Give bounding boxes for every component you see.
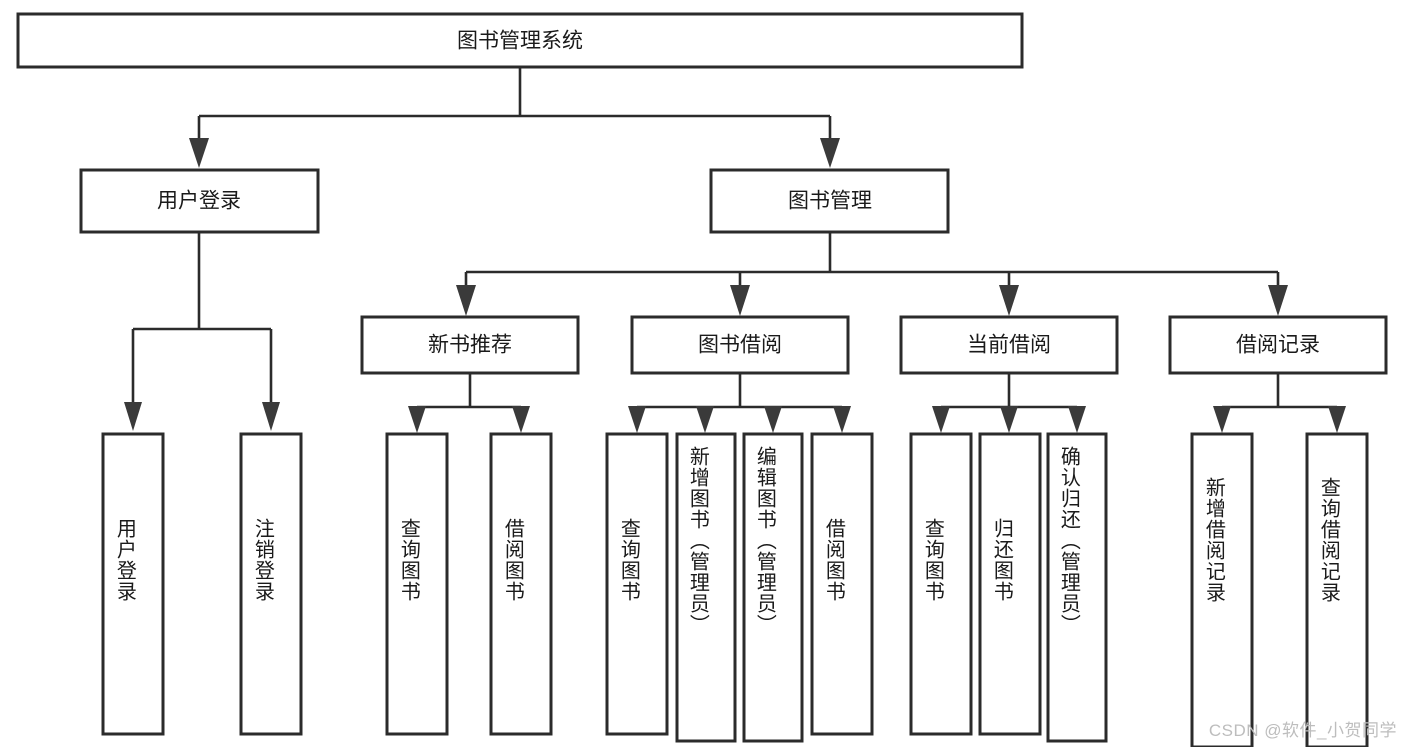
arrow-level3-0-icon [456, 285, 476, 316]
leaf-box-borrow-2[interactable] [742, 432, 804, 743]
arrow-level3-1-icon [730, 285, 750, 316]
arrow-borrow-2-icon [764, 406, 782, 433]
leaf-box-new-book-0[interactable] [385, 432, 449, 736]
leaf-box-current-1[interactable] [978, 432, 1042, 736]
arrow-borrow-0-icon [628, 406, 646, 433]
node-root[interactable]: 图书管理系统 [16, 12, 1024, 69]
node-current-borrow-label: 当前借阅 [967, 334, 1051, 357]
arrow-userlogin-1-icon [262, 402, 280, 431]
arrow-records-0-icon [1213, 406, 1231, 433]
node-new-book-recommend-box[interactable] [360, 315, 580, 375]
node-new-book-recommend[interactable]: 新书推荐 [360, 315, 580, 375]
node-book-management-box[interactable] [709, 168, 950, 234]
leaf-box-current-0[interactable] [909, 432, 973, 736]
watermark-text: CSDN @软件_小贺同学 [1208, 721, 1397, 740]
leaf-box-borrow-3[interactable] [810, 432, 874, 736]
node-new-book-recommend-label: 新书推荐 [428, 334, 512, 357]
node-user-login[interactable]: 用户登录 [79, 168, 320, 234]
leaf-box-user-login-1[interactable] [239, 432, 303, 736]
leaf-box-records-0[interactable] [1190, 432, 1254, 747]
node-borrow-records[interactable]: 借阅记录 [1168, 315, 1388, 375]
leaf-box-new-book-1[interactable] [489, 432, 553, 736]
leaf-box-borrow-0[interactable] [605, 432, 669, 736]
node-current-borrow[interactable]: 当前借阅 [899, 315, 1119, 375]
arrow-current-1-icon [1000, 406, 1018, 433]
node-borrow-records-box[interactable] [1168, 315, 1388, 375]
node-book-management-label: 图书管理 [788, 190, 872, 213]
node-root-label: 图书管理系统 [457, 30, 583, 53]
node-book-management[interactable]: 图书管理 [709, 168, 950, 234]
arrow-newbook-0-icon [408, 406, 426, 433]
leaf-box-records-1[interactable] [1305, 432, 1369, 747]
node-root-box[interactable] [16, 12, 1024, 69]
arrow-level3-2-icon [999, 285, 1019, 316]
arrow-userlogin-0-icon [124, 402, 142, 431]
node-current-borrow-box[interactable] [899, 315, 1119, 375]
leaf-box-borrow-1[interactable] [675, 432, 737, 743]
node-user-login-label: 用户登录 [157, 190, 241, 213]
arrow-borrow-3-icon [833, 406, 851, 433]
leaf-box-current-2[interactable] [1046, 432, 1108, 743]
arrow-level2-1-icon [820, 138, 840, 168]
node-book-borrow[interactable]: 图书借阅 [630, 315, 850, 375]
arrow-records-1-icon [1328, 406, 1346, 433]
node-borrow-records-label: 借阅记录 [1236, 334, 1320, 357]
arrow-current-0-icon [932, 406, 950, 433]
node-book-borrow-box[interactable] [630, 315, 850, 375]
arrow-current-2-icon [1068, 406, 1086, 433]
arrow-level3-3-icon [1268, 285, 1288, 316]
arrow-borrow-1-icon [696, 406, 714, 433]
arrow-newbook-1-icon [512, 406, 530, 433]
node-book-borrow-label: 图书借阅 [698, 334, 782, 357]
leaf-box-user-login-0[interactable] [101, 432, 165, 736]
arrow-level2-0-icon [189, 138, 209, 168]
